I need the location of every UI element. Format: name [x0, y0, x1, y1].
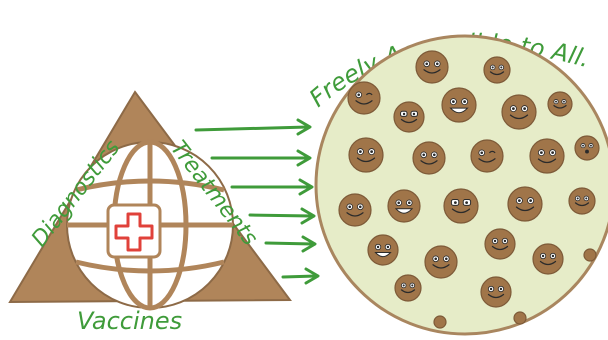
smiley-face-icon [424, 245, 458, 279]
smiley-face-icon [433, 315, 447, 329]
smiley-face-icon [470, 139, 504, 173]
arrow-right-icon [248, 207, 316, 225]
smiley-face-icon [480, 276, 512, 308]
arrow-right-icon [230, 178, 314, 196]
smiley-face-icon [507, 186, 543, 222]
smiley-face-icon [583, 248, 597, 262]
red-cross-icon [106, 203, 162, 259]
smiley-face-icon [347, 81, 381, 115]
smiley-face-icon [484, 228, 516, 260]
arrows-group [194, 118, 320, 285]
arrow-right-icon [264, 235, 317, 253]
smiley-face-icon [348, 137, 384, 173]
smiley-face-icon [415, 50, 449, 84]
smiley-face-icon [338, 193, 372, 227]
smiley-face-icon [394, 274, 422, 302]
smiley-face-icon [501, 94, 537, 130]
smiley-face-icon [443, 188, 479, 224]
smiley-face-icon [513, 311, 527, 325]
smiley-face-icon [441, 87, 477, 123]
smiley-face-icon [568, 187, 596, 215]
smiley-face-icon [387, 189, 421, 223]
smiley-face-icon [547, 91, 573, 117]
arrow-right-icon [281, 267, 320, 285]
smiley-face-icon [367, 234, 399, 266]
smiley-face-icon [529, 138, 565, 174]
arrow-right-icon [210, 149, 312, 167]
label-vaccines: Vaccines [77, 307, 182, 335]
smiley-face-icon [393, 101, 425, 133]
smiley-face-icon [412, 141, 446, 175]
faces-group [338, 50, 600, 329]
smiley-face-icon [532, 243, 564, 275]
smiley-face-icon [574, 135, 600, 161]
smiley-face-icon [483, 56, 511, 84]
arrow-right-icon [194, 118, 312, 136]
population-circle [314, 34, 608, 336]
